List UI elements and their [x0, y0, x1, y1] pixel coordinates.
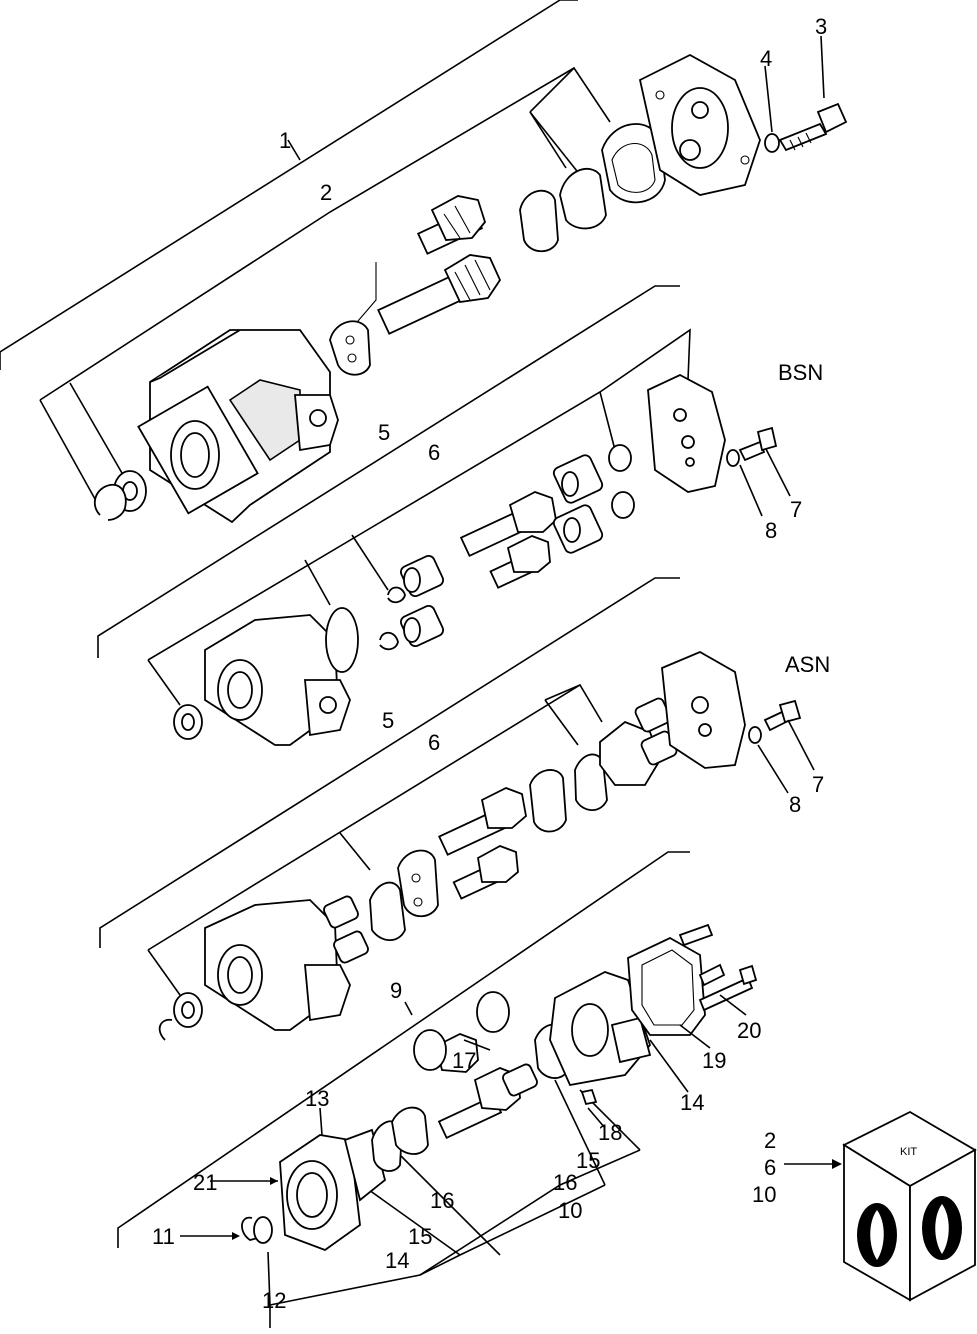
callout-21: 21: [193, 1170, 217, 1195]
rear-cover-top: [638, 53, 761, 196]
assembly-asn-leaders: [99, 577, 680, 996]
seal-bsn: [325, 607, 359, 673]
seal-top: [559, 167, 607, 230]
assembly-bsn-leaders: [97, 285, 691, 706]
seals-bottom-left: [371, 1106, 429, 1172]
callout-12: 12: [262, 1288, 286, 1313]
callout-9: 9: [390, 978, 402, 1003]
gear-shaft-bsn: [459, 491, 557, 589]
wear-plate-asn-right: [529, 769, 567, 833]
callout-5-bsn: 5: [378, 420, 390, 445]
rear-cover-bsn: [647, 373, 726, 493]
callout-3: 3: [815, 14, 827, 39]
seal-asn-right: [574, 753, 608, 812]
callout-10: 10: [558, 1198, 582, 1223]
callout-20: 20: [737, 1018, 761, 1043]
callout-18: 18: [598, 1120, 622, 1145]
front-cover-bottom: [279, 1128, 387, 1252]
bolt-top: [778, 102, 848, 152]
bushing-bsn-right: [552, 454, 604, 554]
wear-plate-top-left: [329, 320, 371, 376]
gasket-asn: [599, 720, 661, 786]
gasket-top: [601, 123, 666, 204]
pump-body-bottom: [549, 971, 652, 1087]
callout-13: 13: [305, 1086, 329, 1111]
bearing-bsn: [173, 704, 203, 740]
kit-number-1: 2: [764, 1128, 776, 1153]
callout-16-left: 16: [430, 1188, 454, 1213]
callout-19: 19: [702, 1048, 726, 1073]
pump-body-bsn: [204, 614, 351, 746]
kit-label: KIT: [900, 1146, 917, 1158]
callout-11: 11: [152, 1224, 175, 1249]
callout-6-asn: 6: [428, 730, 440, 755]
gasket-bottom: [627, 936, 706, 1036]
kit-number-3: 10: [752, 1182, 776, 1207]
gear-set-bottom: [413, 991, 538, 1140]
section-label-bsn: BSN: [778, 360, 823, 385]
plug-bottom: [580, 1088, 598, 1106]
idler-gear-shaft-top: [416, 195, 487, 255]
washer-top: [764, 133, 780, 153]
callout-16-right: 16: [553, 1170, 577, 1195]
rear-cover-asn: [661, 650, 746, 769]
snap-washers-bottom: [241, 1216, 273, 1244]
bushings-asn-left: [323, 895, 369, 964]
callout-2: 2: [320, 180, 332, 205]
bearing-snap-asn: [158, 992, 203, 1041]
callout-14-left: 14: [385, 1248, 409, 1273]
callout-8-asn: 8: [789, 792, 801, 817]
pump-body-top: [137, 329, 339, 524]
o-rings-bsn-right: [608, 444, 635, 519]
callout-15-left: 15: [408, 1224, 432, 1249]
callout-1: 1: [279, 128, 291, 153]
callout-14-right: 14: [680, 1090, 704, 1115]
callout-5-asn: 5: [382, 708, 394, 733]
kit-box: 2 6 10 KIT NEW HOLLAND NEW HOLLAND: [752, 1110, 977, 1312]
long-bolts-bottom: [678, 923, 758, 1012]
callout-17: 17: [452, 1048, 476, 1073]
wear-plate-asn-left: [397, 849, 439, 918]
callout-7-asn: 7: [812, 772, 824, 797]
washer-bolt-asn: [748, 699, 802, 744]
bushings-asn-right: [634, 697, 678, 766]
drive-gear-shaft-top: [377, 254, 502, 335]
seal-asn-left: [369, 881, 406, 942]
pump-body-asn: [204, 899, 351, 1031]
callout-15-right: 15: [576, 1148, 600, 1173]
gear-shaft-asn: [438, 787, 527, 900]
wear-plate-top-right: [519, 189, 559, 253]
callout-7-bsn: 7: [790, 497, 802, 522]
snap-ring-top: [93, 483, 127, 521]
o-ring-bsn-lower: [379, 586, 406, 651]
section-label-asn: ASN: [785, 652, 830, 677]
callout-4: 4: [760, 46, 772, 71]
washer-bolt-bsn: [726, 426, 778, 467]
bushing-bsn-left: [399, 554, 445, 648]
kit-number-2: 6: [764, 1155, 776, 1180]
callout-8-bsn: 8: [765, 518, 777, 543]
callout-6-bsn: 6: [428, 440, 440, 465]
